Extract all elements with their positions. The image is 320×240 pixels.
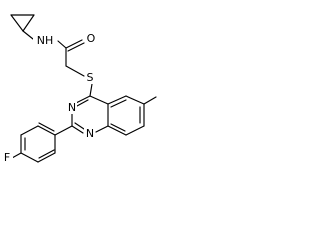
nh-label-bg xyxy=(33,35,57,47)
fluorine-bond xyxy=(11,152,22,159)
aryl-bond-d xyxy=(20,152,39,163)
aryl-bond-a xyxy=(37,125,56,136)
s-atom-label: S xyxy=(87,71,94,84)
n1-c8a-bond xyxy=(95,125,109,133)
c4-n3-bond xyxy=(75,95,91,104)
c8-c8a-bond xyxy=(107,125,127,136)
c4a-c4-bond xyxy=(89,95,109,105)
nh-to-carbonyl-bond xyxy=(57,40,67,49)
f-atom-label: F xyxy=(4,151,10,164)
cyclopropyl-bond-c xyxy=(22,14,35,32)
aryl-bond-a-inner xyxy=(38,122,55,132)
n-top-atom-label: N xyxy=(68,101,76,114)
carbonyl-double-bond-b xyxy=(67,42,85,52)
n-bottom-atom-label: N xyxy=(86,127,94,140)
c7-c8-bond xyxy=(125,125,145,136)
f-label-bg xyxy=(2,152,13,164)
s-label-bg xyxy=(85,72,96,84)
s-to-ring-bond xyxy=(89,83,93,97)
c2-to-aryl-bond xyxy=(54,125,73,136)
c2-n1-bond xyxy=(71,125,84,134)
o-atom-label: O xyxy=(87,32,96,45)
c5-c6-bond xyxy=(125,95,145,105)
carbonyl-double-bond-a xyxy=(65,39,83,49)
cyclopropyl-to-nh-bond xyxy=(22,30,34,40)
ch2-to-s-bond xyxy=(65,65,85,77)
c4-n3-inner-bond xyxy=(76,99,89,107)
n-top-label-bg xyxy=(66,102,77,114)
c2-n1-inner-bond xyxy=(74,122,85,130)
n-bottom-label-bg xyxy=(84,128,95,140)
c4a-c5-inner-bond xyxy=(110,99,127,108)
aryl-bond-e xyxy=(37,152,56,163)
c4a-c5-bond xyxy=(107,95,127,105)
c8-c8a-inner-bond xyxy=(110,123,126,132)
aryl-bond-b xyxy=(20,125,39,136)
structure-canvas: NH O S N N F xyxy=(0,0,160,172)
molecule-structure: NH O S N N F xyxy=(2,14,157,164)
o-label-bg xyxy=(86,33,97,45)
nh-atom-label: NH xyxy=(37,34,54,47)
aryl-bond-e-inner xyxy=(38,149,55,159)
methyl-bond xyxy=(143,96,157,105)
cyclopropyl-bond-b xyxy=(10,14,24,32)
